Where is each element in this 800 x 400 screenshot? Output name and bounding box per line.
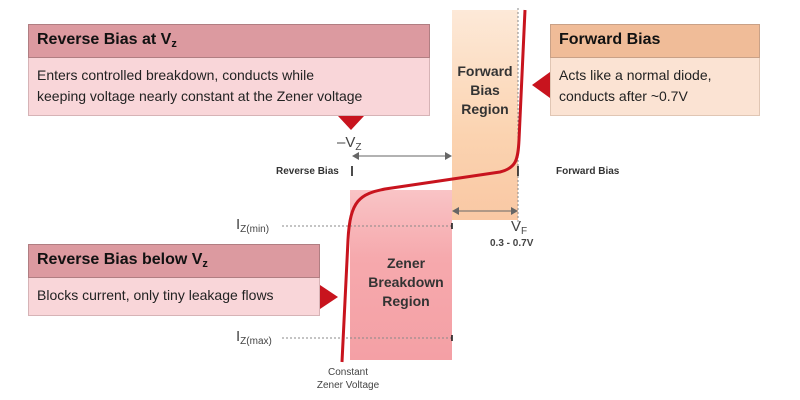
callout-reverse-bias-below-vz: Reverse Bias below Vz Blocks current, on… [28,244,320,316]
callout-forward-bias: Forward Bias Acts like a normal diode, c… [550,24,760,116]
forward-region-shade [452,10,518,220]
forward-bias-region-label: Forward Bias Region [457,63,513,117]
callout-reverse-bias-below-vz-title: Reverse Bias below Vz [28,244,320,278]
neg-vz-label: –VZ [337,134,362,153]
callout-forward-bias-body: Acts like a normal diode, conducts after… [550,58,760,116]
vf-label: VF [511,218,528,237]
callout-reverse-bias-at-vz: Reverse Bias at Vz Enters controlled bre… [28,24,430,116]
pointer-reverse-below-vz [320,285,338,309]
vf-range-label: 0.3 - 0.7V [490,238,534,249]
callout-reverse-bias-at-vz-body: Enters controlled breakdown, conducts wh… [28,58,430,116]
reverse-bias-axis-label: Reverse Bias [276,166,339,177]
callout-forward-bias-title: Forward Bias [550,24,760,58]
pointer-forward-bias [532,72,550,98]
zener-breakdown-region-label: Zener Breakdown Region [368,255,444,309]
constant-zener-voltage-label: Constant Zener Voltage [316,367,380,391]
zener-iv-curve [340,9,527,363]
forward-bias-axis-label: Forward Bias [556,166,620,177]
zener-region-shade [350,190,452,360]
callout-reverse-bias-below-vz-body: Blocks current, only tiny leakage flows [28,278,320,316]
iz-min-label: IZ(min) [236,216,270,235]
callout-reverse-bias-at-vz-title: Reverse Bias at Vz [28,24,430,58]
pointer-reverse-at-vz [338,116,364,130]
iz-max-label: IZ(max) [236,328,272,347]
